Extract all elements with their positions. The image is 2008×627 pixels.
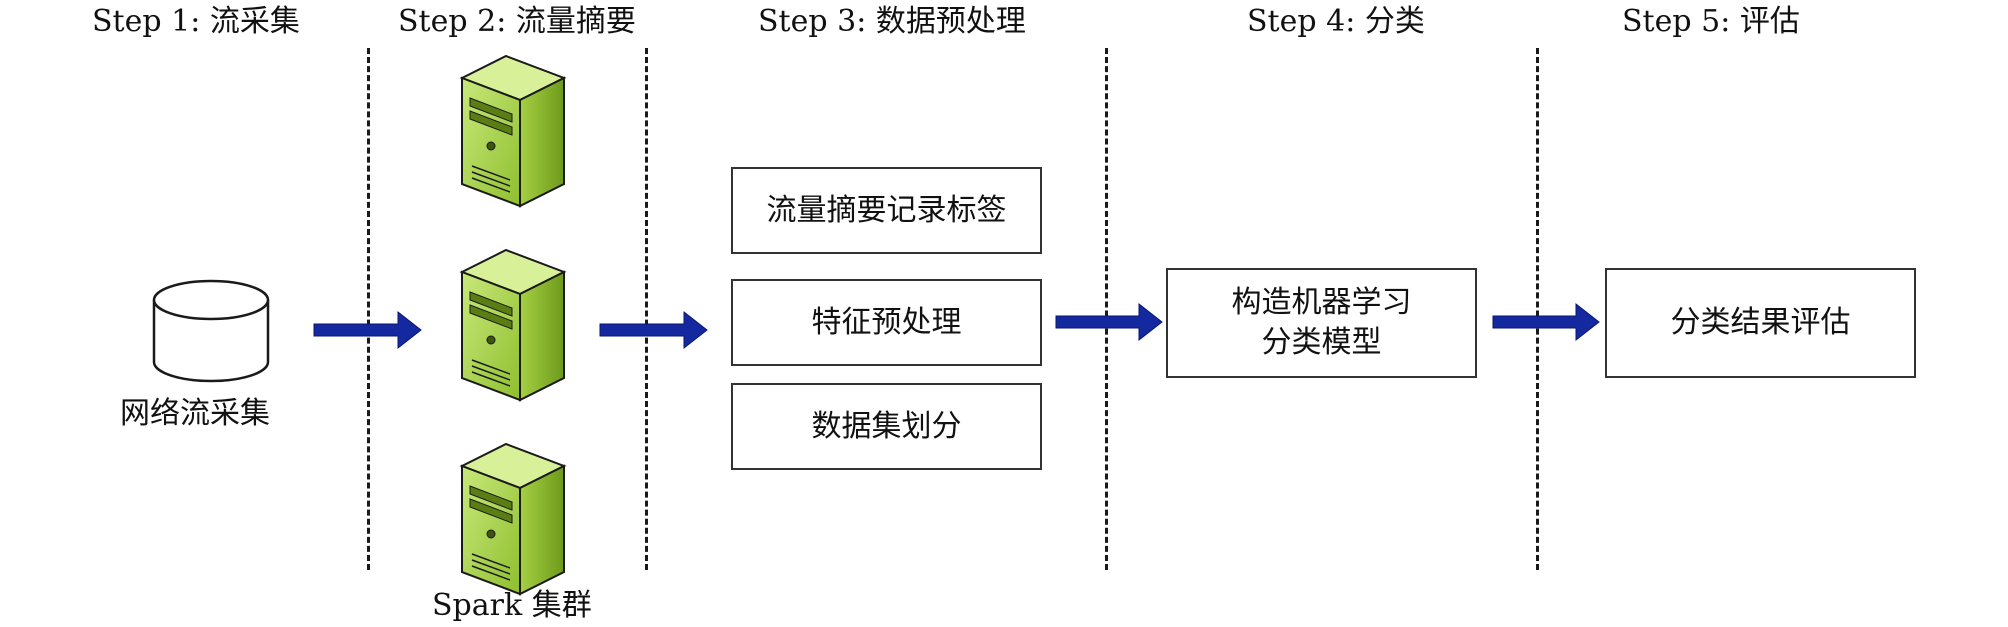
build-classifier-line2: 分类模型 <box>1261 325 1382 360</box>
evaluation-text: 分类结果评估 <box>1670 305 1851 340</box>
database-icon <box>152 279 270 383</box>
step-5-title: Step 5: 评估 <box>1622 4 1800 39</box>
step-1-title: Step 1: 流采集 <box>92 4 300 39</box>
server-icon-1 <box>461 55 565 207</box>
dataset-split-box: 数据集划分 <box>731 383 1042 470</box>
flow-summary-label-text: 流量摘要记录标签 <box>766 192 1007 228</box>
divider-2 <box>645 48 648 570</box>
divider-4 <box>1536 48 1539 570</box>
divider-1 <box>367 48 370 570</box>
step-4-title: Step 4: 分类 <box>1247 4 1425 39</box>
arrow-3 <box>1055 302 1163 342</box>
server-icon-3 <box>461 443 565 595</box>
step-2-title: Step 2: 流量摘要 <box>398 4 636 39</box>
step-3-title: Step 3: 数据预处理 <box>758 4 1026 39</box>
dataset-split-text: 数据集划分 <box>811 408 962 444</box>
arrow-1 <box>313 310 422 350</box>
spark-cluster-label: Spark 集群 <box>432 588 592 623</box>
feature-preprocessing-box: 特征预处理 <box>731 279 1042 366</box>
evaluation-box: 分类结果评估 <box>1605 268 1916 378</box>
arrow-2 <box>599 310 708 350</box>
flow-summary-label-box: 流量摘要记录标签 <box>731 167 1042 254</box>
feature-preprocessing-text: 特征预处理 <box>811 304 962 340</box>
server-icon-2 <box>461 249 565 401</box>
build-classifier-line1: 构造机器学习 <box>1231 285 1412 320</box>
divider-3 <box>1105 48 1108 570</box>
network-flow-collection-label: 网络流采集 <box>120 396 270 431</box>
build-classifier-box: 构造机器学习 分类模型 <box>1166 268 1477 378</box>
arrow-4 <box>1492 302 1600 342</box>
